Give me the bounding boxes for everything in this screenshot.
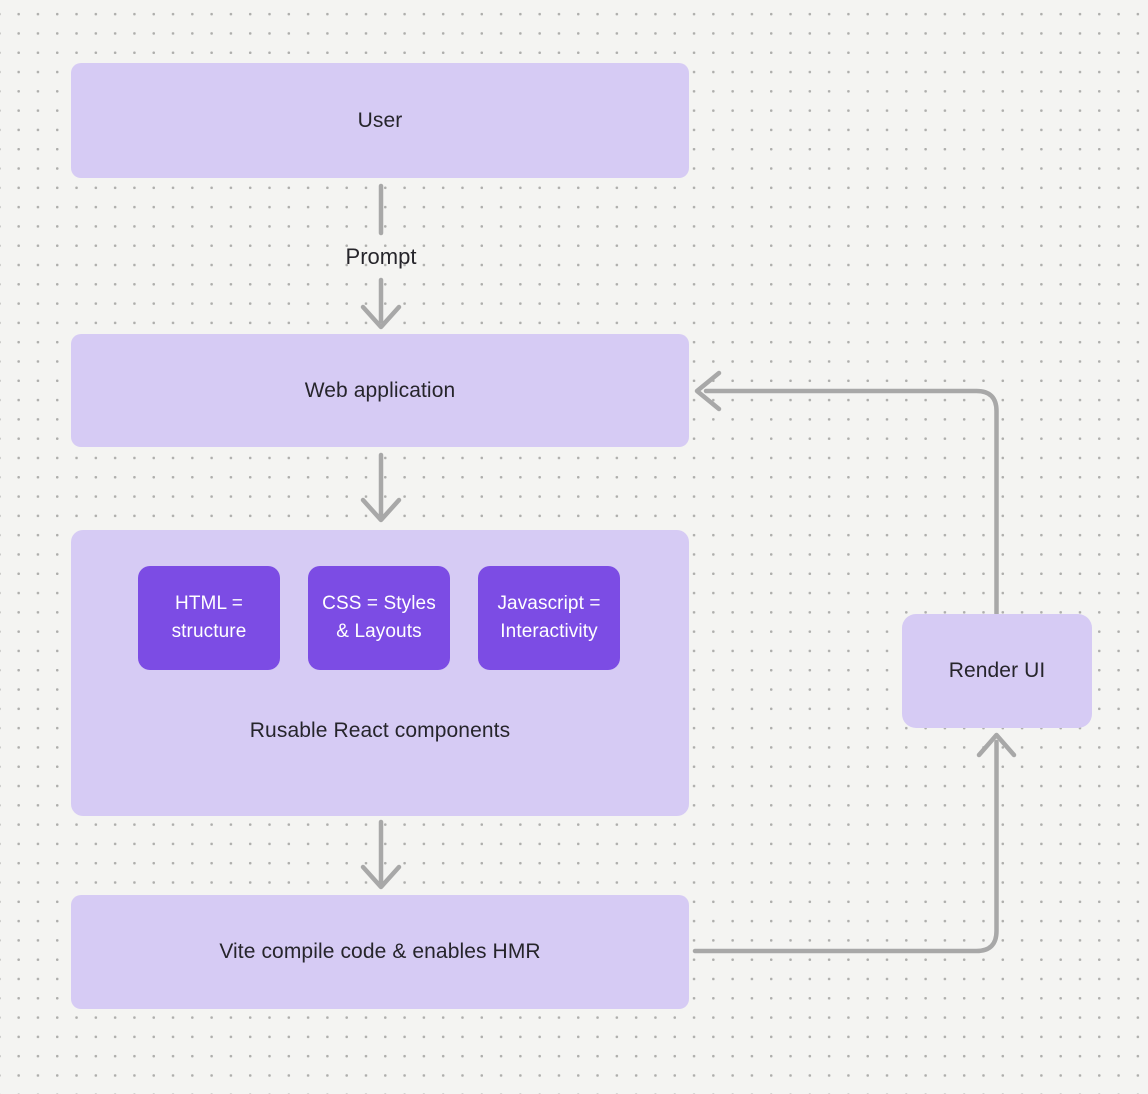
node-render-ui-label: Render UI — [948, 659, 1046, 682]
node-render-ui[interactable]: Render UI — [902, 614, 1092, 728]
edge-components-to-vite-arrow — [360, 819, 402, 890]
node-user[interactable]: User — [71, 63, 689, 178]
node-javascript[interactable]: Javascript = Interactivity — [478, 566, 620, 670]
edge-renderui-to-webapp-arrow — [694, 370, 999, 617]
node-javascript-label-line2: Interactivity — [500, 621, 598, 642]
node-user-label: User — [357, 108, 403, 132]
edge-prompt-to-webapp-arrow — [360, 277, 402, 330]
node-javascript-label-line1: Javascript = — [497, 593, 601, 614]
node-html[interactable]: HTML = structure — [138, 566, 280, 670]
node-html-label-line2: structure — [171, 621, 247, 642]
node-html-label-line1: HTML = — [175, 593, 243, 614]
node-components-group[interactable]: HTML = structure CSS = Styles & Layouts … — [71, 530, 689, 816]
node-css-label-line2: & Layouts — [336, 621, 422, 642]
edge-webapp-to-components-arrow — [360, 452, 402, 523]
node-css[interactable]: CSS = Styles & Layouts — [308, 566, 450, 670]
node-css-label-line1: CSS = Styles — [322, 593, 436, 614]
node-vite-label: Vite compile code & enables HMR — [219, 940, 541, 963]
edge-vite-to-renderui-arrow — [692, 732, 1017, 954]
node-web-application-label: Web application — [304, 378, 456, 402]
node-web-application[interactable]: Web application — [71, 334, 689, 447]
edge-label-prompt: Prompt — [345, 244, 417, 269]
components-row: HTML = structure CSS = Styles & Layouts … — [138, 566, 620, 670]
components-group-caption: Rusable React components — [249, 719, 511, 742]
node-vite[interactable]: Vite compile code & enables HMR — [71, 895, 689, 1009]
